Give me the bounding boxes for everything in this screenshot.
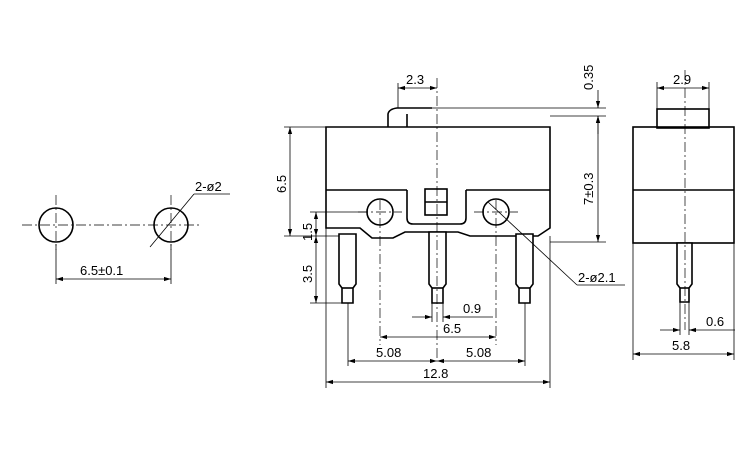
dim-2-9: 2.9 — [673, 72, 691, 87]
pin-right — [515, 233, 534, 304]
dim-6-5-pitch: 6.5 — [443, 321, 461, 336]
pcb-hole-left — [38, 207, 74, 243]
dim-5-08-left: 5.08 — [376, 345, 401, 360]
dim-0-9: 0.9 — [463, 301, 481, 316]
dim-0-35: 0.35 — [581, 65, 596, 90]
side-view: 2.9 0.6 5.8 — [632, 70, 735, 360]
switch-body — [325, 126, 551, 239]
side-body — [632, 126, 735, 244]
dim-0-6: 0.6 — [706, 314, 724, 329]
dim-5-8: 5.8 — [672, 338, 690, 353]
dim-3-5: 3.5 — [300, 265, 315, 283]
actuator-lever — [387, 107, 432, 127]
side-plunger — [656, 108, 710, 129]
dim-1-5: 1.5 — [300, 223, 315, 241]
dim-12-8: 12.8 — [423, 366, 448, 381]
mount-hole-dia-label: 2-ø2.1 — [578, 270, 616, 285]
pin-center — [428, 231, 447, 304]
hole-dia-label: 2-ø2 — [195, 179, 222, 194]
side-pin — [676, 242, 693, 303]
hole-pitch-label: 6.5±0.1 — [80, 263, 123, 278]
dim-7: 7±0.3 — [581, 173, 596, 205]
hole-pattern-view: 2-ø2 6.5±0.1 — [22, 179, 230, 284]
pcb-hole-right — [153, 207, 189, 243]
pin-left — [338, 233, 357, 304]
dim-2-3: 2.3 — [406, 72, 424, 87]
dim-6-5-height: 6.5 — [274, 175, 289, 193]
front-view: 2.3 0.35 7±0.3 6.5 1.5 3.5 0.9 6.5 — [274, 65, 625, 388]
dim-5-08-right: 5.08 — [466, 345, 491, 360]
